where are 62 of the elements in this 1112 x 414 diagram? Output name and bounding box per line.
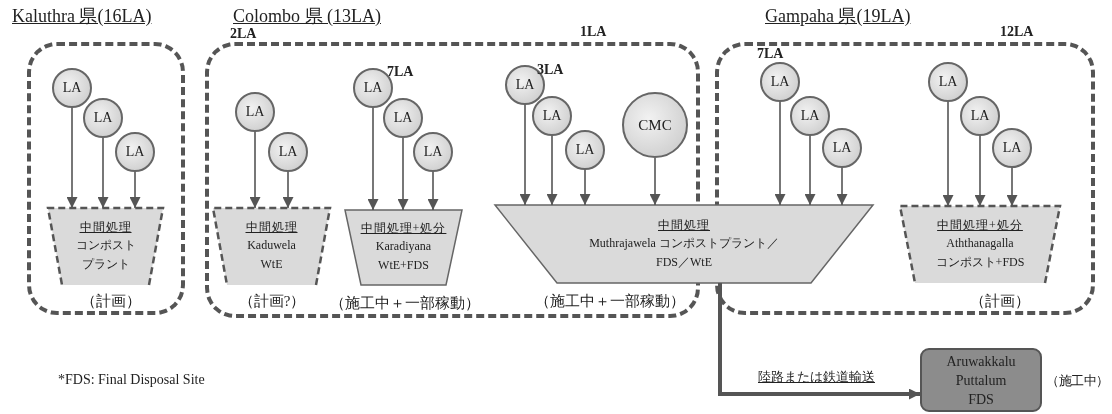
la-circle: LA (790, 96, 830, 136)
arrow (774, 101, 786, 206)
status-note: （計画） (970, 292, 1030, 311)
count-label: 2LA (230, 26, 257, 42)
la-circle: LA (115, 132, 155, 172)
arrow (97, 137, 109, 209)
footnote: *FDS: Final Disposal Site (58, 372, 205, 388)
status-note: （施工中＋一部稼動） (330, 294, 480, 313)
edge-label: 陸路または鉄道輸送 (758, 368, 875, 386)
count-label: 1LA (580, 24, 607, 40)
arrow (427, 171, 439, 211)
la-circle: LA (992, 128, 1032, 168)
facility-name: Karadiyana WtE+FDS (374, 238, 433, 274)
count-label: 7LA (757, 46, 784, 62)
facility-heading: 中間処理 (245, 219, 298, 236)
la-circle: LA (532, 96, 572, 136)
arrow (974, 135, 986, 207)
la-circle: LA (52, 68, 92, 108)
count-label: 3LA (537, 62, 564, 78)
status-note: （計画） (81, 292, 141, 311)
disposal-site-box: Aruwakkalu Puttalum FDS (920, 348, 1042, 412)
la-circle: LA (822, 128, 862, 168)
facility-heading: 中間処理 (79, 219, 132, 236)
arrow (836, 167, 848, 206)
count-label: 12LA (1000, 24, 1034, 40)
la-circle: LA (928, 62, 968, 102)
arrow (546, 135, 558, 206)
facility-heading: 中間処理+処分 (360, 220, 447, 237)
facility-name: Kaduwela WtE (246, 237, 297, 273)
la-circle: LA (235, 92, 275, 132)
region-heading: Gampaha 県(19LA) (765, 5, 911, 28)
la-circle: LA (760, 62, 800, 102)
arrow (397, 137, 409, 211)
arrow (804, 135, 816, 206)
arrow (282, 171, 294, 209)
arrow (66, 107, 78, 209)
region-heading: Colombo 県 (13LA) (233, 5, 381, 28)
arrow (942, 101, 954, 207)
la-circle: LA (565, 130, 605, 170)
status-note: （施工中） (1046, 372, 1109, 390)
la-circle: LA (383, 98, 423, 138)
la-circle: LA (413, 132, 453, 172)
facility-name: コンポストプラント (74, 237, 137, 273)
arrow (129, 171, 141, 209)
facility-heading: 中間処理+処分 (937, 217, 1023, 234)
la-circle: LA (960, 96, 1000, 136)
arrow (579, 169, 591, 206)
arrow (1006, 167, 1018, 207)
arrow (519, 104, 531, 206)
region-heading: Kaluthra 県(16LA) (12, 5, 152, 28)
arrow (649, 157, 661, 206)
arrow (718, 283, 920, 400)
la-circle: CMC (622, 92, 688, 158)
facility-heading: 中間処理 (658, 216, 710, 234)
arrow (249, 131, 261, 209)
la-circle: LA (83, 98, 123, 138)
status-note: （施工中＋一部稼動） (535, 292, 685, 311)
la-circle: LA (268, 132, 308, 172)
facility-name: Muthrajawela コンポストプラント／FDS／WtE (588, 234, 780, 271)
arrow (367, 107, 379, 211)
status-note: （計画?） (238, 292, 306, 311)
facility-name: Aththanagalla コンポスト+FDS (934, 235, 1026, 271)
